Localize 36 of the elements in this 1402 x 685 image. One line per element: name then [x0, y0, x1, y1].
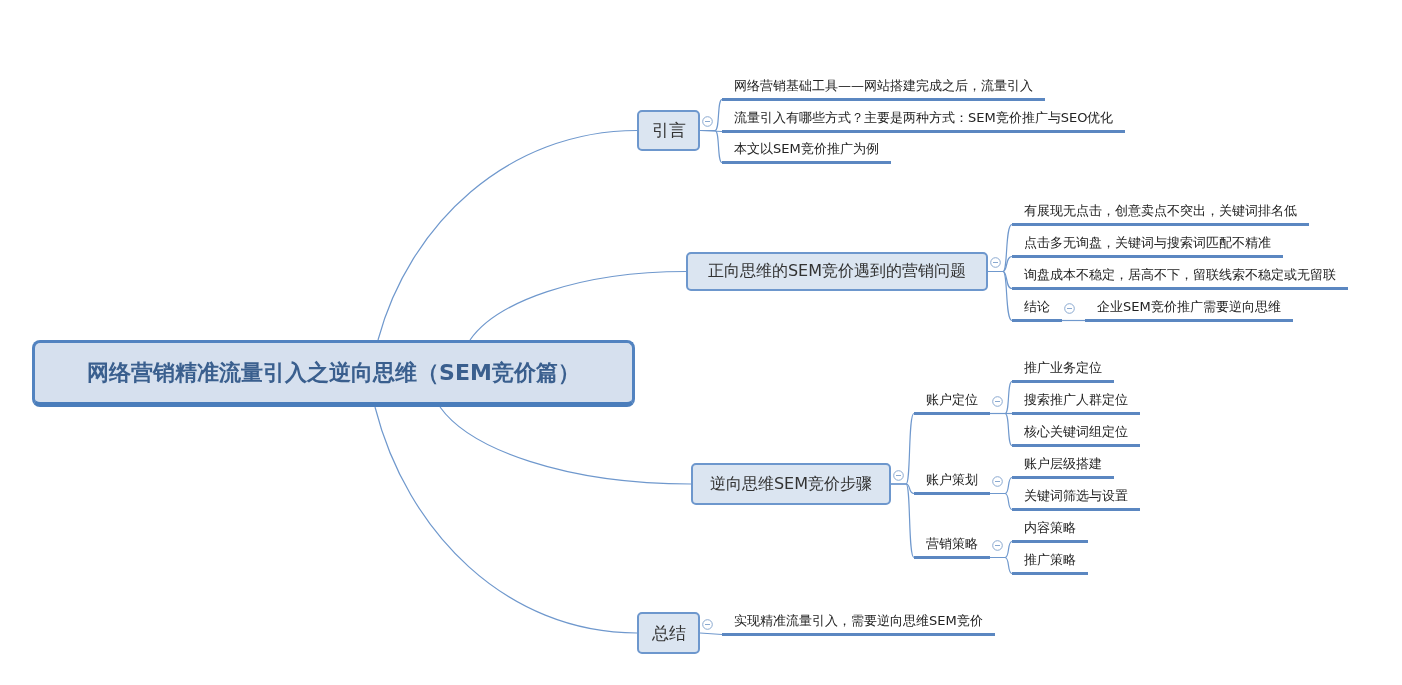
branch-line [699, 632, 723, 636]
subtopic-label: 结论 [1012, 295, 1062, 322]
subtopic-label: 企业SEM竞价推广需要逆向思维 [1085, 295, 1293, 322]
subtopic-label: 关键词筛选与设置 [1012, 484, 1140, 511]
branch-line [374, 406, 638, 634]
branch-line [989, 556, 1013, 575]
subtopic-label: 实现精准流量引入，需要逆向思维SEM竞价 [722, 609, 995, 636]
subtopic-label: 账户定位 [914, 388, 990, 415]
branch-line [1061, 319, 1086, 322]
central-topic-box: 网络营销精准流量引入之逆向思维（SEM竞价篇） [32, 340, 635, 407]
subtopic-label: 有展现无点击，创意卖点不突出，关键词排名低 [1012, 199, 1309, 226]
subtopic-label: 营销策略 [914, 532, 990, 559]
subtopic-label: 账户策划 [914, 468, 990, 495]
subtopic-label: 搜索推广人群定位 [1012, 388, 1140, 415]
topic-box: 逆向思维SEM竞价步骤 [691, 463, 891, 505]
branch-line [989, 412, 1013, 447]
branch-line [469, 270, 687, 341]
subtopic-label: 推广策略 [1012, 548, 1088, 575]
branch-line [699, 129, 723, 164]
subtopic-label: 推广业务定位 [1012, 356, 1114, 383]
subtopic-label: 内容策略 [1012, 516, 1088, 543]
subtopic-label: 点击多无询盘，关键词与搜索词匹配不精准 [1012, 231, 1283, 258]
subtopic-label: 本文以SEM竞价推广为例 [722, 137, 891, 164]
branch-line [439, 406, 692, 485]
topic-box: 总结 [637, 612, 700, 654]
subtopic-label: 询盘成本不稳定，居高不下，留联线索不稳定或无留联 [1012, 263, 1348, 290]
subtopic-label: 流量引入有哪些方式？主要是两种方式：SEM竞价推广与SEO优化 [722, 106, 1126, 133]
subtopic-label: 网络营销基础工具——网站搭建完成之后，流量引入 [722, 74, 1045, 101]
topic-box: 引言 [637, 110, 700, 151]
subtopic-label: 核心关键词组定位 [1012, 420, 1140, 447]
branch-line [890, 483, 915, 559]
branch-line [987, 270, 1013, 322]
branch-line [377, 129, 638, 341]
topic-box: 正向思维的SEM竞价遇到的营销问题 [686, 252, 988, 291]
subtopic-label: 账户层级搭建 [1012, 452, 1114, 479]
branch-line [989, 492, 1013, 511]
